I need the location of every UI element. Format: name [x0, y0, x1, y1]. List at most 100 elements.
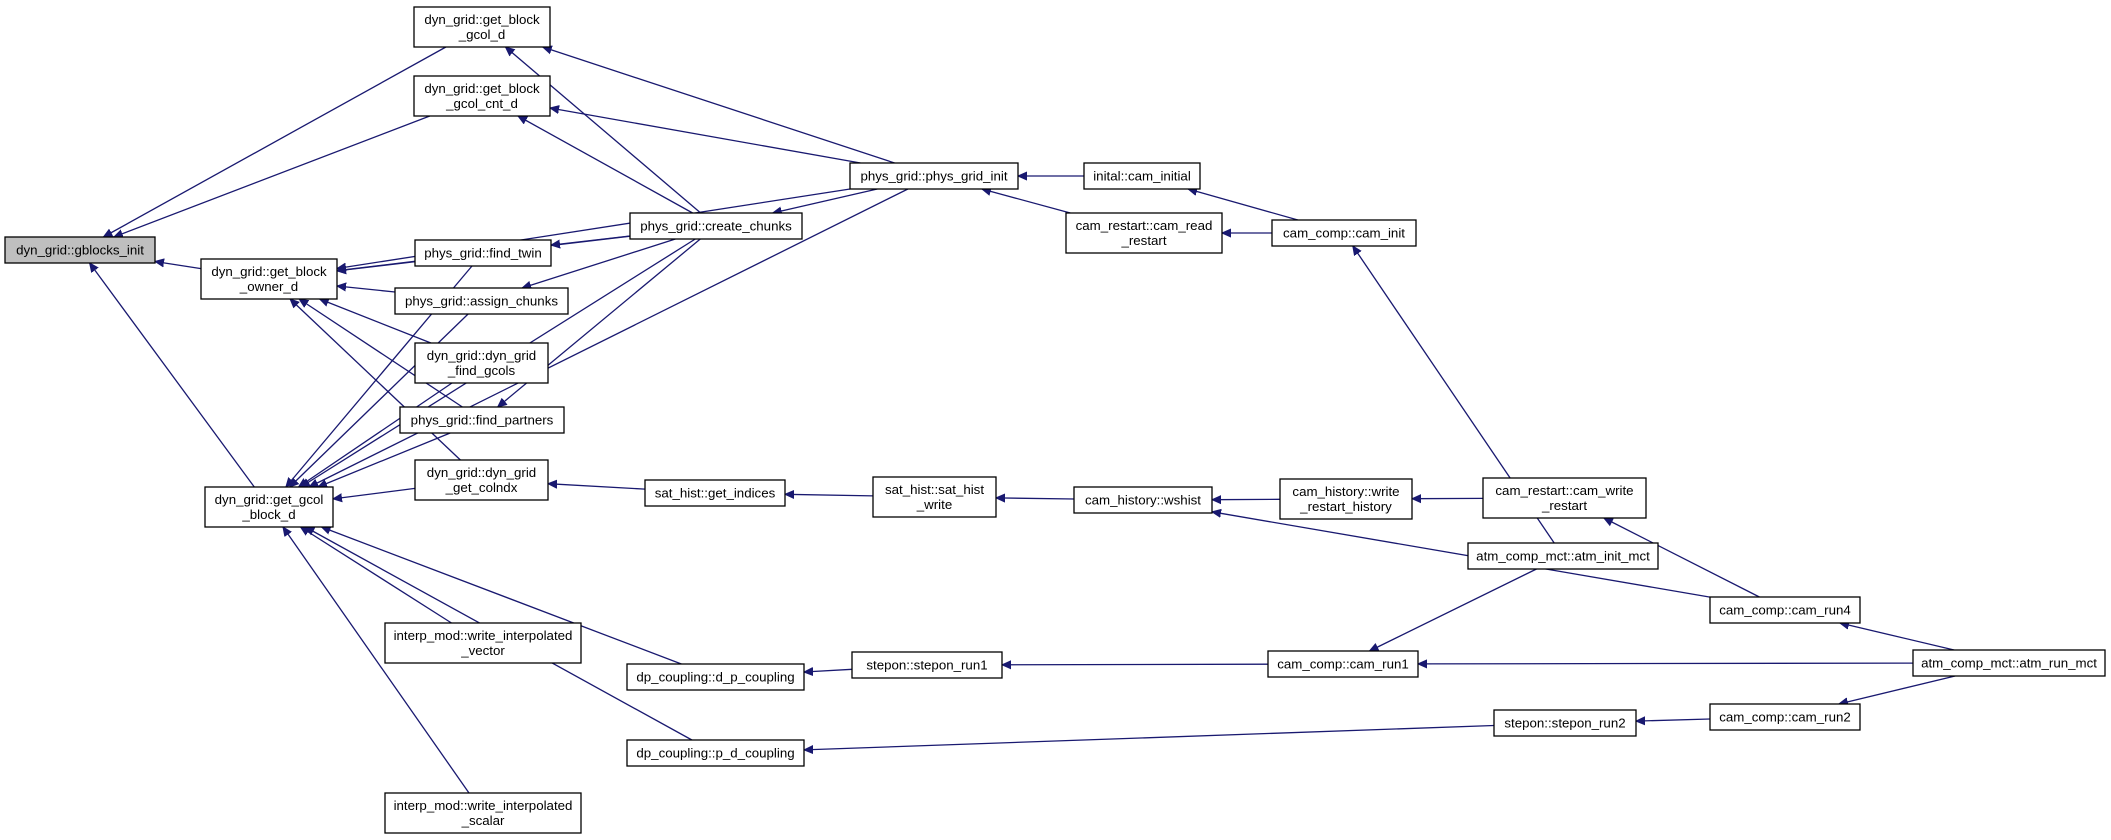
node-box	[204, 486, 334, 528]
node-label: _gcol_d	[458, 27, 506, 42]
edge-atm_init_mct-to-cam_run1	[1370, 568, 1537, 652]
edge-create_chunks-to-assign_chunks	[522, 238, 676, 288]
node-box	[394, 287, 569, 315]
node-box	[200, 258, 338, 300]
node-assign_chunks[interactable]: phys_grid::assign_chunks	[394, 287, 569, 315]
edge-phys_grid_init-to-create_chunks	[773, 188, 878, 213]
node-label: _restart_history	[1299, 499, 1392, 514]
edge-create_chunks-to-get_block_gcol_cnt_d	[518, 116, 693, 214]
edge-wshist-to-sat_hist_write	[996, 498, 1075, 499]
node-label: phys_grid::find_twin	[424, 246, 542, 261]
node-box	[414, 459, 549, 501]
node-cam_run2[interactable]: cam_comp::cam_run2	[1709, 703, 1861, 731]
node-label: _get_colndx	[445, 480, 518, 495]
edge-create_chunks-to-find_twin	[551, 235, 631, 245]
node-cam_read_restart[interactable]: cam_restart::cam_read_restart	[1065, 212, 1223, 254]
node-dyn_grid_find_gcols[interactable]: dyn_grid::dyn_grid_find_gcols	[414, 342, 549, 384]
node-label: dyn_grid::gblocks_init	[16, 243, 144, 258]
node-wshist[interactable]: cam_history::wshist	[1073, 486, 1213, 514]
node-label: atm_comp_mct::atm_run_mct	[1921, 656, 2097, 671]
node-label: atm_comp_mct::atm_init_mct	[1476, 549, 1650, 564]
node-label: _block_d	[241, 507, 295, 522]
node-box	[1467, 542, 1659, 570]
node-write_interpolated_vector[interactable]: interp_mod::write_interpolated_vector	[384, 622, 582, 664]
node-box	[384, 622, 582, 664]
node-cam_write_restart[interactable]: cam_restart::cam_write_restart	[1482, 477, 1647, 519]
edge-phys_grid_init-to-get_block_gcol_cnt_d	[550, 108, 861, 164]
edge-write_interpolated_vector-to-get_gcol_block_d	[301, 527, 452, 624]
node-label: dyn_grid::get_gcol	[215, 492, 324, 507]
node-label: cam_restart::cam_read	[1076, 218, 1213, 233]
node-cam_initial[interactable]: inital::cam_initial	[1083, 162, 1201, 190]
node-label: _gcol_cnt_d	[445, 96, 518, 111]
node-label: cam_comp::cam_run1	[1277, 657, 1409, 672]
node-label: cam_comp::cam_run2	[1719, 710, 1851, 725]
node-find_partners[interactable]: phys_grid::find_partners	[399, 406, 565, 434]
node-box	[1083, 162, 1201, 190]
nodes: dyn_grid::gblocks_initdyn_grid::get_bloc…	[4, 6, 2106, 834]
node-box	[626, 663, 805, 691]
node-find_twin[interactable]: phys_grid::find_twin	[414, 239, 552, 267]
node-cam_run1[interactable]: cam_comp::cam_run1	[1267, 650, 1419, 678]
node-box	[851, 651, 1003, 679]
node-label: phys_grid::find_partners	[411, 413, 554, 428]
node-label: dp_coupling::d_p_coupling	[636, 670, 794, 685]
node-label: _scalar	[461, 813, 505, 828]
node-box	[4, 236, 156, 264]
node-dyn_grid_get_colndx[interactable]: dyn_grid::dyn_grid_get_colndx	[414, 459, 549, 501]
edge-phys_grid_init-to-get_block_gcol_d	[543, 47, 895, 164]
node-box	[1065, 212, 1223, 254]
node-box	[1267, 650, 1419, 678]
node-label: cam_comp::cam_run4	[1719, 603, 1851, 618]
node-label: dyn_grid::get_block	[424, 12, 540, 27]
node-write_interpolated_scalar[interactable]: interp_mod::write_interpolated_scalar	[384, 792, 582, 834]
node-label: phys_grid::assign_chunks	[405, 294, 558, 309]
node-cam_init[interactable]: cam_comp::cam_init	[1271, 219, 1417, 247]
node-get_block_gcol_d[interactable]: dyn_grid::get_block_gcol_d	[413, 6, 551, 48]
node-box	[1279, 478, 1413, 520]
node-box	[1482, 477, 1647, 519]
node-write_restart_history[interactable]: cam_history::write_restart_history	[1279, 478, 1413, 520]
node-get_block_gcol_cnt_d[interactable]: dyn_grid::get_block_gcol_cnt_d	[413, 75, 551, 117]
node-stepon_run1[interactable]: stepon::stepon_run1	[851, 651, 1003, 679]
edge-create_chunks-to-get_block_gcol_d	[506, 47, 702, 214]
node-get_block_owner_d[interactable]: dyn_grid::get_block_owner_d	[200, 258, 338, 300]
node-get_indices[interactable]: sat_hist::get_indices	[644, 479, 786, 507]
edge-get_gcol_block_d-to-gblocks_init	[90, 263, 255, 488]
node-p_d_coupling[interactable]: dp_coupling::p_d_coupling	[626, 739, 805, 767]
node-cam_run4[interactable]: cam_comp::cam_run4	[1709, 596, 1861, 624]
node-box	[414, 342, 549, 384]
node-box	[413, 75, 551, 117]
node-label: dp_coupling::p_d_coupling	[636, 746, 794, 761]
node-box	[1912, 649, 2106, 677]
node-label: cam_comp::cam_init	[1283, 226, 1405, 241]
edge-get_indices-to-dyn_grid_get_colndx	[548, 484, 646, 490]
node-sat_hist_write[interactable]: sat_hist::sat_hist_write	[872, 476, 997, 518]
node-box	[626, 739, 805, 767]
node-label: dyn_grid::dyn_grid	[427, 348, 536, 363]
node-label: _write	[916, 497, 952, 512]
node-box	[644, 479, 786, 507]
node-box	[872, 476, 997, 518]
node-gblocks_init[interactable]: dyn_grid::gblocks_init	[4, 236, 156, 264]
node-phys_grid_init[interactable]: phys_grid::phys_grid_init	[849, 162, 1019, 190]
node-box	[629, 212, 803, 240]
edge-cam_read_restart-to-phys_grid_init	[982, 189, 1071, 214]
node-get_gcol_block_d[interactable]: dyn_grid::get_gcol_block_d	[204, 486, 334, 528]
edge-stepon_run1-to-d_p_coupling	[804, 669, 853, 672]
node-box	[1709, 596, 1861, 624]
node-stepon_run2[interactable]: stepon::stepon_run2	[1493, 709, 1637, 737]
node-label: dyn_grid::dyn_grid	[427, 465, 536, 480]
node-d_p_coupling[interactable]: dp_coupling::d_p_coupling	[626, 663, 805, 691]
node-atm_run_mct[interactable]: atm_comp_mct::atm_run_mct	[1912, 649, 2106, 677]
node-label: _vector	[460, 643, 505, 658]
node-label: _restart	[1541, 498, 1587, 513]
node-label: cam_history::write	[1292, 484, 1399, 499]
edge-cam_run4-to-wshist	[1212, 512, 1711, 598]
node-label: interp_mod::write_interpolated	[394, 628, 573, 643]
edge-sat_hist_write-to-get_indices	[785, 494, 874, 496]
node-atm_init_mct[interactable]: atm_comp_mct::atm_init_mct	[1467, 542, 1659, 570]
edge-phys_grid_init-to-get_gcol_block_d	[309, 188, 909, 488]
node-create_chunks[interactable]: phys_grid::create_chunks	[629, 212, 803, 240]
